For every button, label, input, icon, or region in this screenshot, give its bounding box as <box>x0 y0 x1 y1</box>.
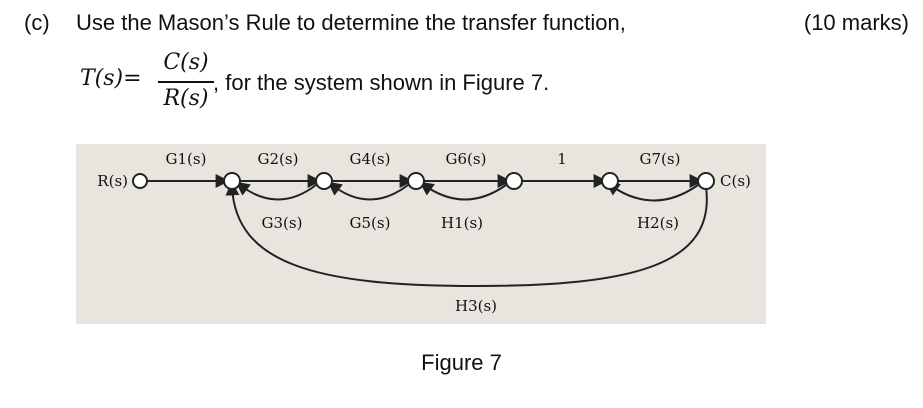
formula-trailing-text: , for the system shown in Figure 7. <box>213 70 550 95</box>
question-label: (c) <box>24 10 50 35</box>
node-5 <box>601 172 619 190</box>
gain-label-unity: 1 <box>557 150 567 168</box>
branch-g3 <box>235 181 317 201</box>
input-label: R(s) <box>97 172 128 190</box>
signal-flow-graph-figure: R(s) C(s) G1(s) G2(s) G4(s) G6(s) 1 G7(s… <box>76 144 766 324</box>
branch-h1 <box>419 181 507 201</box>
figure-caption: Figure 7 <box>421 350 502 375</box>
gain-label-h1: H1(s) <box>441 214 483 232</box>
gain-label-g3: G3(s) <box>262 214 303 232</box>
signal-flow-graph: R(s) C(s) G1(s) G2(s) G4(s) G6(s) 1 G7(s… <box>97 150 751 315</box>
gain-label-g5: G5(s) <box>350 214 391 232</box>
node-3 <box>407 172 425 190</box>
formula-lhs: T(s)= <box>80 66 142 91</box>
branch-g5 <box>327 181 409 201</box>
gain-label-g4: G4(s) <box>350 150 391 168</box>
formula-numerator: C(s) <box>163 50 209 75</box>
formula-denominator: R(s) <box>163 86 209 111</box>
node-1 <box>223 172 241 190</box>
branch-h2 <box>605 181 699 202</box>
question-text: Use the Mason’s Rule to determine the tr… <box>76 10 626 35</box>
gain-label-g7: G7(s) <box>640 150 681 168</box>
fraction-bar <box>158 81 214 83</box>
gain-label-h3: H3(s) <box>455 297 497 315</box>
node-4 <box>505 172 523 190</box>
gain-label-g1: G1(s) <box>166 150 207 168</box>
branch-h3 <box>225 181 708 288</box>
node-2 <box>315 172 333 190</box>
marks-label: (10 marks) <box>803 10 909 35</box>
gain-label-g2: G2(s) <box>258 150 299 168</box>
output-label: C(s) <box>720 172 751 190</box>
node-output <box>697 172 715 190</box>
gain-label-h2: H2(s) <box>637 214 679 232</box>
node-input <box>132 173 148 189</box>
gain-label-g6: G6(s) <box>446 150 487 168</box>
